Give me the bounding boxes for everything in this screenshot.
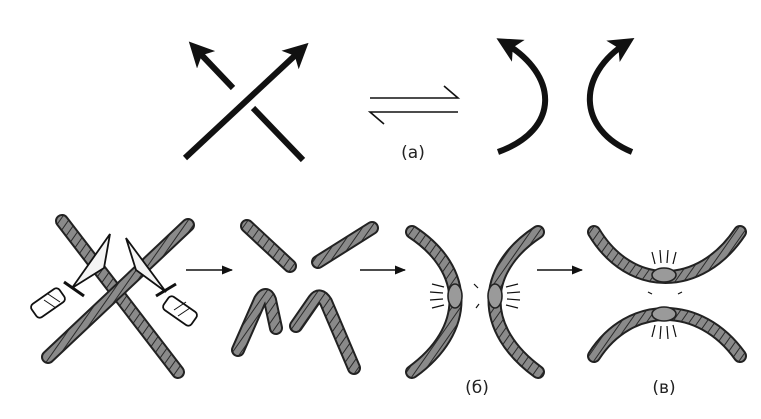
panel-cut-ropes xyxy=(29,221,232,372)
splice-glow-marks xyxy=(648,250,682,339)
panel-b: (б) xyxy=(412,232,582,398)
splice-joint xyxy=(488,284,502,308)
splice-joint xyxy=(652,268,676,282)
reconnected-strands xyxy=(498,42,632,152)
panel-a: (a) xyxy=(185,42,632,163)
splice-joint xyxy=(652,307,676,321)
splice-glow-marks xyxy=(430,284,520,308)
crossing-strand-under-upper xyxy=(194,47,233,88)
forward-harpoon xyxy=(370,86,458,98)
panel-rope-pieces xyxy=(238,226,405,368)
rope-piece-top-left xyxy=(247,226,290,266)
left-arc-arrow xyxy=(498,42,545,152)
crossing-strands xyxy=(185,47,303,160)
spliced-rope-right xyxy=(488,232,538,372)
rope-piece-top-right xyxy=(318,228,372,262)
panel-label-a: (a) xyxy=(401,143,425,163)
crossing-strand-under-lower xyxy=(253,108,303,160)
spliced-rope-left xyxy=(412,232,462,372)
rope-piece-bottom-left xyxy=(238,295,276,350)
panel-label-c: (в) xyxy=(652,378,675,398)
splice-joint xyxy=(448,284,462,308)
rope-piece-bottom-right xyxy=(296,296,354,368)
panel-c: (в) xyxy=(594,232,740,398)
equilibrium-arrows xyxy=(370,86,458,124)
right-arc-arrow xyxy=(590,42,632,152)
backward-harpoon xyxy=(370,112,458,124)
panel-label-b: (б) xyxy=(465,378,489,398)
